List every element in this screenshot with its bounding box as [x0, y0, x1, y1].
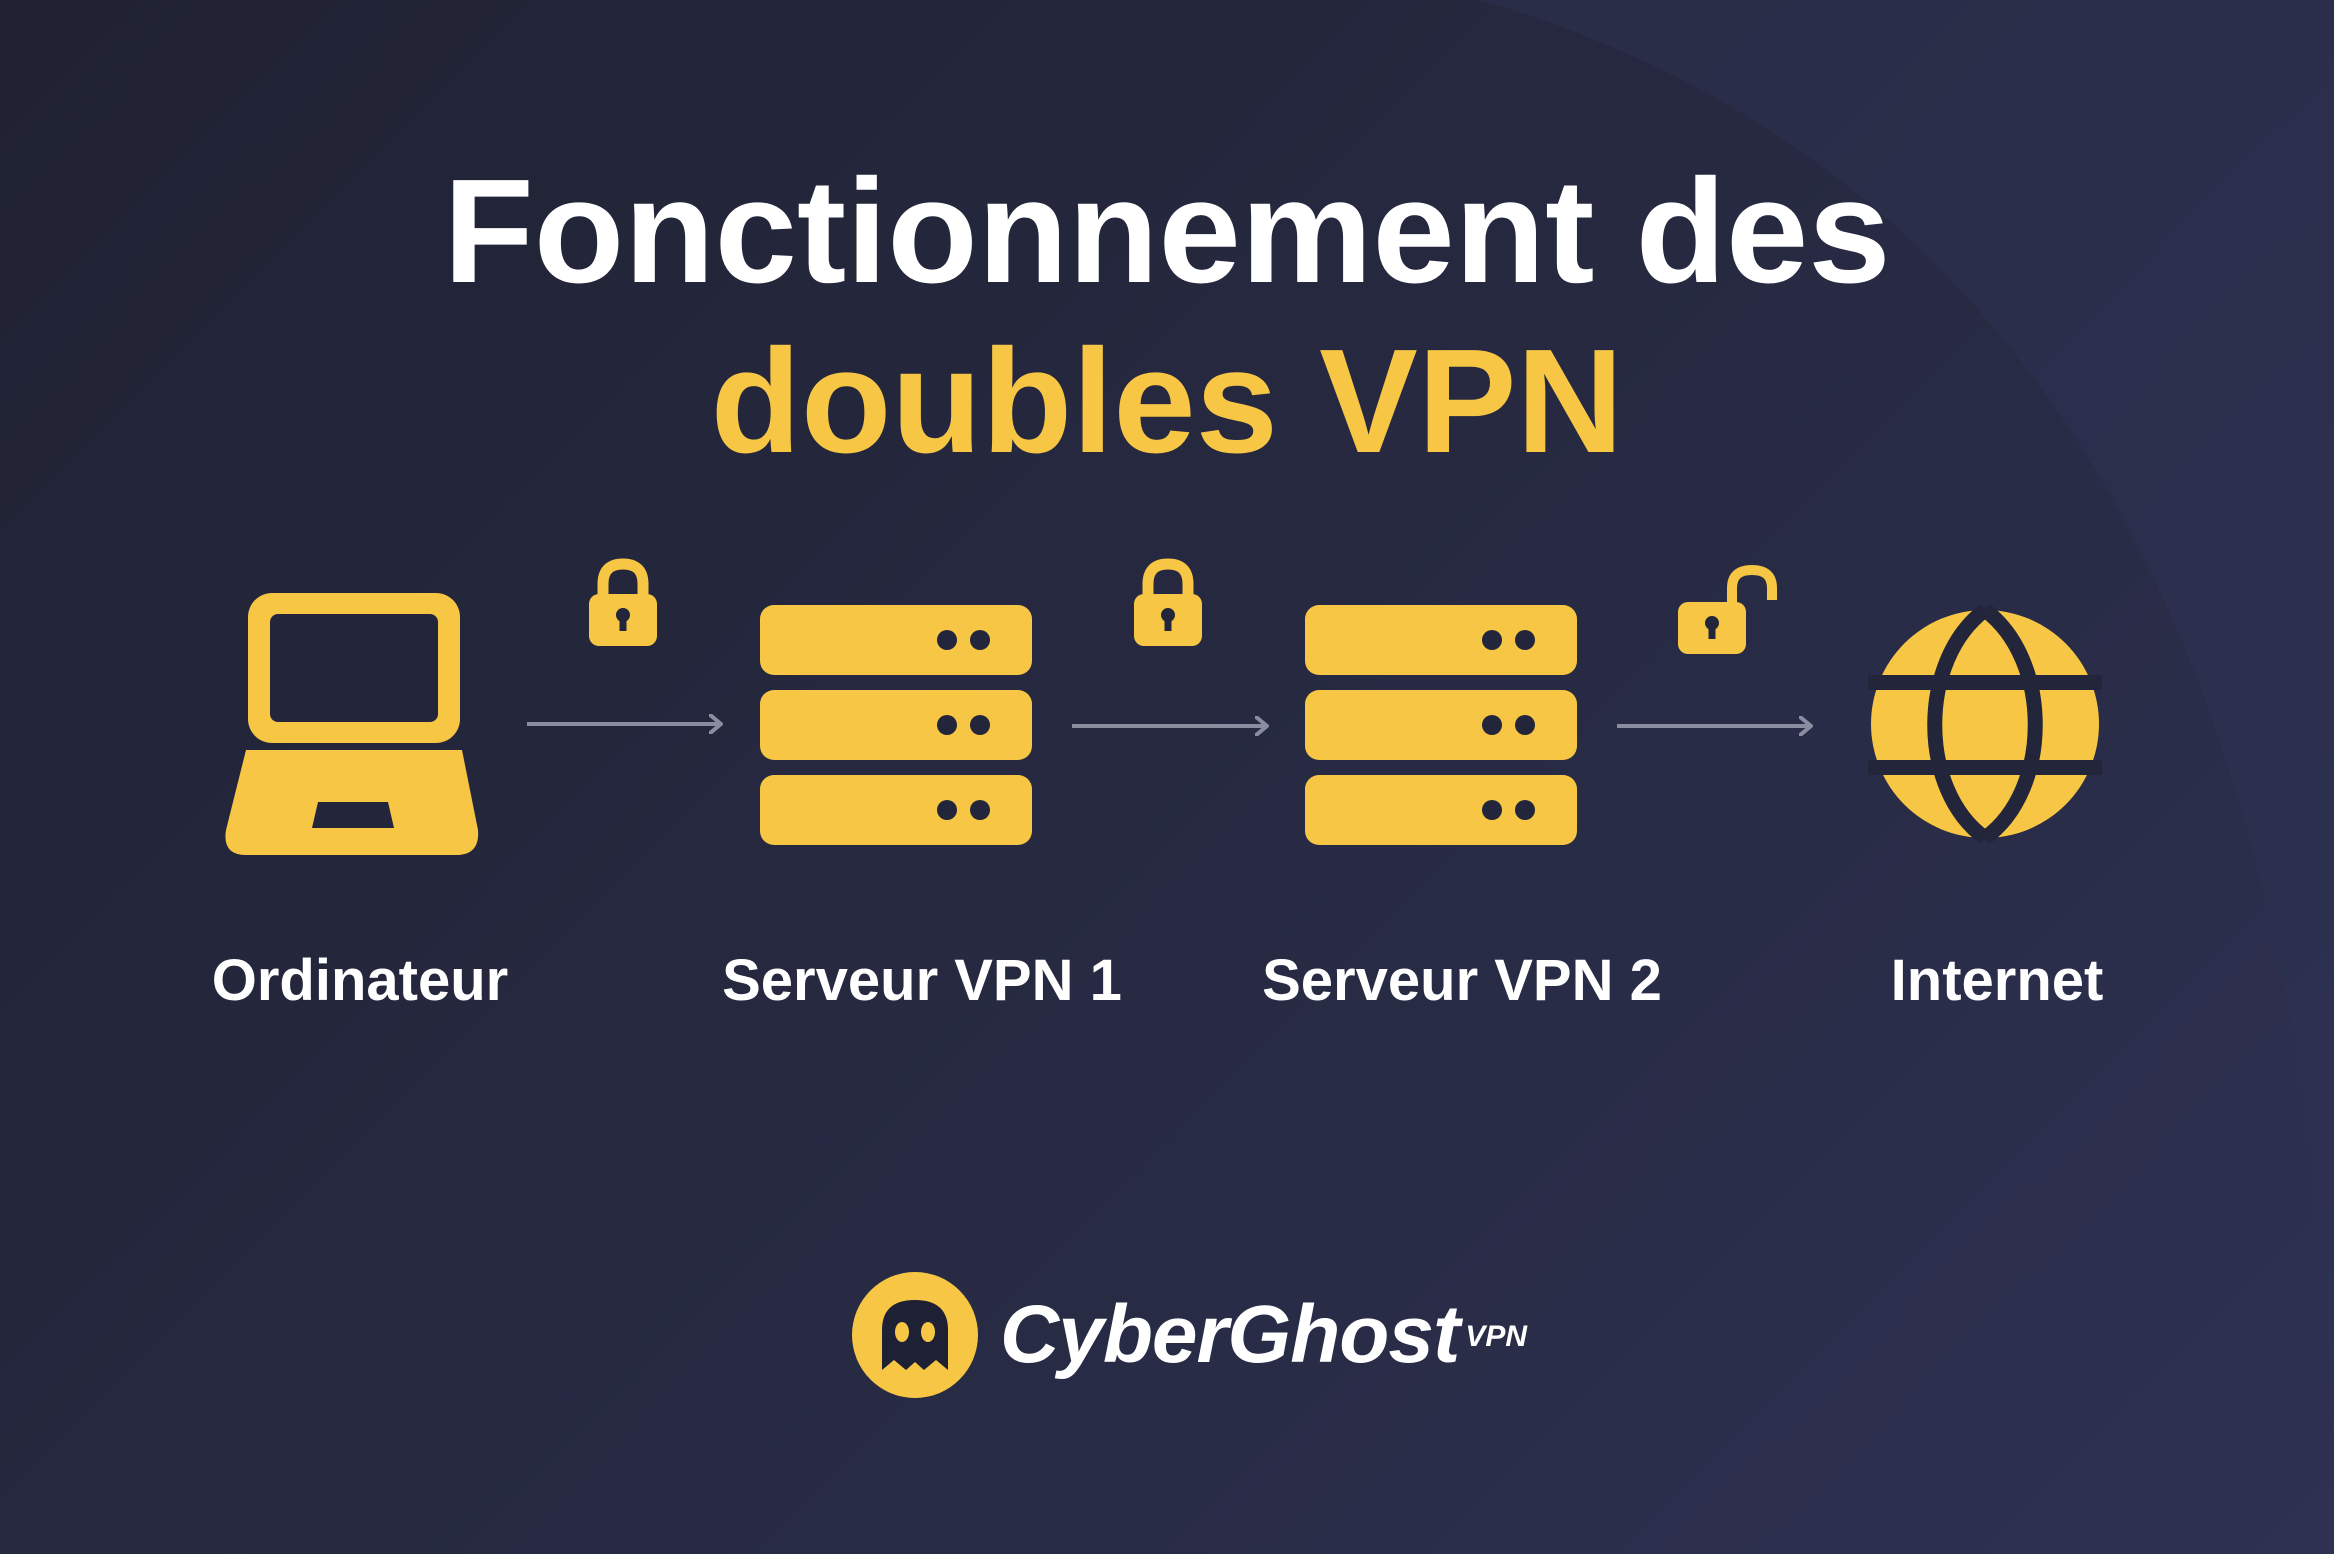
node-label-serveur-vpn-1: Serveur VPN 1 [722, 948, 1122, 1013]
lock-open-icon [1678, 564, 1777, 654]
node-label-ordinateur: Ordinateur [211, 948, 509, 1013]
node-label-internet: Internet [1890, 948, 2104, 1013]
title-line-2: doubles VPN [710, 319, 1624, 484]
server-icon [1305, 605, 1577, 845]
lock-closed-icon [589, 558, 657, 646]
title-line-1: Fonctionnement des [443, 149, 1891, 314]
lock-closed-icon [1134, 558, 1202, 646]
node-label-serveur-vpn-2: Serveur VPN 2 [1262, 948, 1662, 1013]
brand-suffix: VPN [1465, 1320, 1527, 1353]
brand-logo: CyberGhost VPN [0, 1270, 2334, 1400]
ghost-logo-icon [852, 1272, 978, 1398]
brand-name: CyberGhost [1000, 1289, 1460, 1380]
laptop-icon [225, 593, 479, 855]
server-icon [760, 605, 1032, 845]
globe-icon [1868, 603, 2102, 845]
